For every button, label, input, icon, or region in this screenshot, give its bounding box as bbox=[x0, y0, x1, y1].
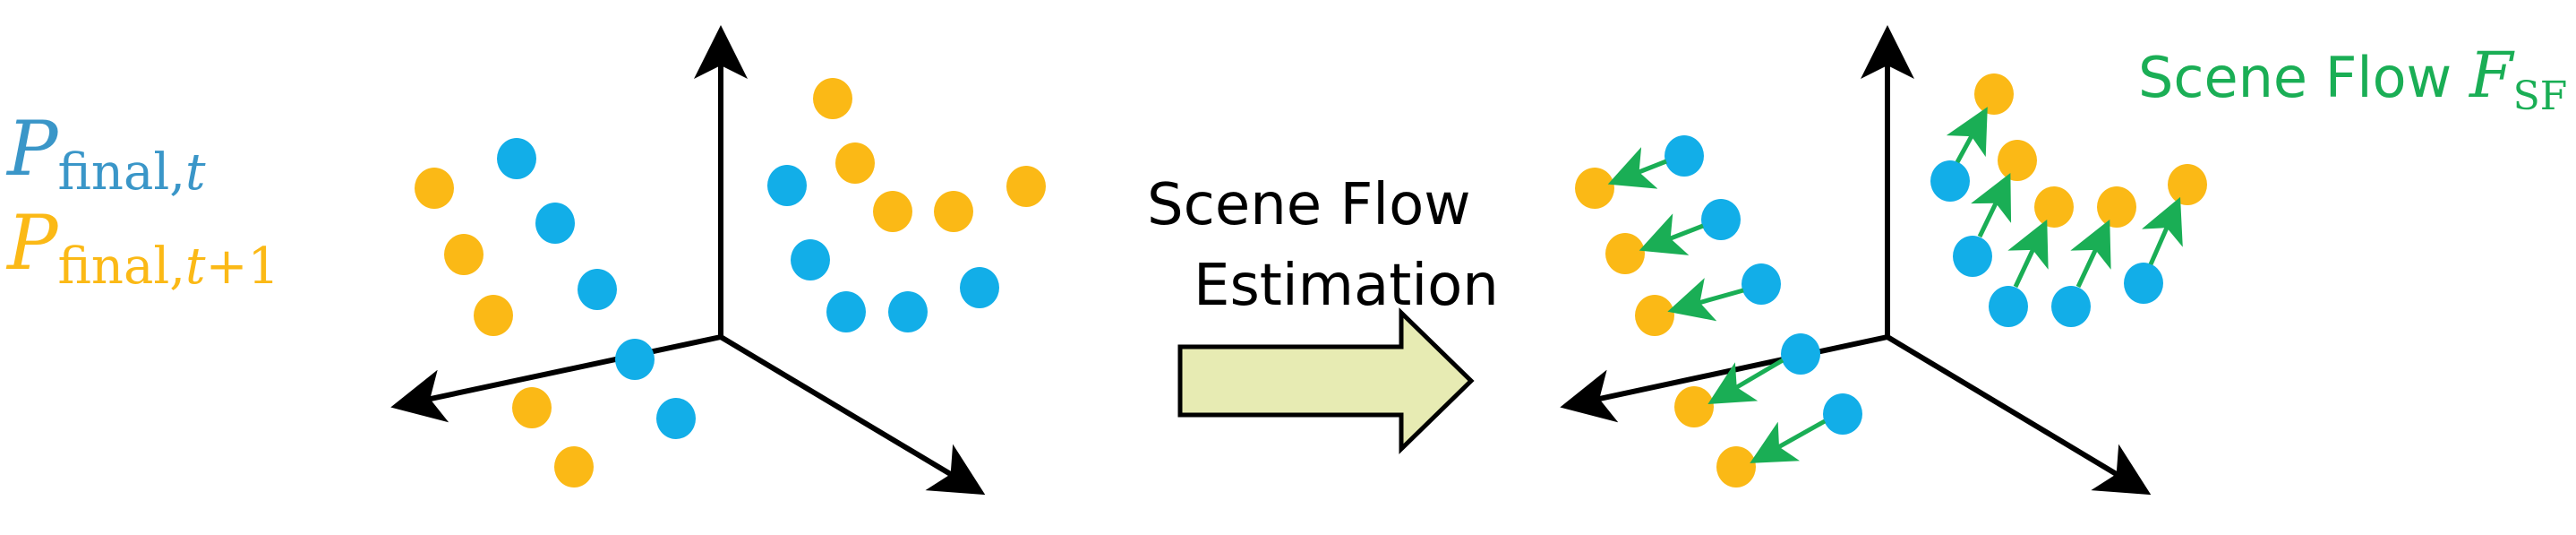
point-orange bbox=[813, 78, 852, 119]
right-blue-points bbox=[1665, 135, 2163, 435]
point-orange bbox=[1974, 73, 2014, 115]
point-orange bbox=[415, 168, 454, 209]
flow-arrow bbox=[1707, 358, 1784, 405]
point-orange bbox=[835, 142, 875, 184]
legend-p-symbol: P bbox=[5, 105, 59, 193]
axis-left-left bbox=[390, 334, 722, 423]
point-orange bbox=[1716, 446, 1756, 488]
point-blue bbox=[960, 267, 999, 308]
point-blue bbox=[1665, 135, 1704, 177]
point-blue bbox=[497, 138, 536, 179]
left-orange-points bbox=[415, 78, 1046, 488]
point-blue bbox=[791, 239, 830, 280]
flow-arrow bbox=[1639, 213, 1704, 255]
point-blue bbox=[826, 291, 866, 332]
legend-p1-subscript: final, bbox=[58, 237, 186, 296]
point-orange bbox=[554, 446, 594, 488]
flow-arrow bbox=[1946, 107, 1988, 164]
point-blue bbox=[615, 339, 655, 380]
point-orange bbox=[512, 387, 552, 428]
axis-right-right bbox=[1886, 334, 2152, 496]
flow-arrow bbox=[2142, 196, 2183, 266]
scene-flow-label: Scene Flow FSF bbox=[2138, 39, 2567, 119]
point-blue bbox=[888, 291, 928, 332]
point-blue bbox=[1953, 236, 1992, 277]
point-blue bbox=[767, 165, 807, 206]
scene-flow-symbol: F bbox=[2468, 39, 2515, 112]
legend-p-final-t1: Pfinal,t+1 bbox=[5, 199, 279, 296]
point-orange bbox=[2034, 186, 2074, 228]
legend: Pfinal,t Pfinal,t+1 bbox=[5, 105, 279, 296]
left-blue-points bbox=[497, 138, 999, 439]
flow-arrow bbox=[1607, 147, 1667, 189]
legend-p1-symbol: P bbox=[5, 199, 59, 287]
point-orange bbox=[1635, 295, 1674, 336]
point-blue bbox=[1823, 393, 1862, 435]
flow-arrow bbox=[2070, 219, 2111, 289]
point-orange bbox=[1674, 386, 1714, 427]
process-label: Scene Flow Estimation bbox=[1147, 172, 1499, 319]
3d-axes-icon bbox=[390, 25, 986, 496]
axis-right-left bbox=[719, 334, 986, 496]
point-blue bbox=[2124, 263, 2163, 304]
legend-p-subscript: final, bbox=[58, 143, 186, 202]
point-blue bbox=[1742, 263, 1781, 305]
point-orange bbox=[1006, 166, 1046, 207]
legend-p1-subscript-tail: +1 bbox=[206, 237, 280, 296]
point-orange bbox=[1575, 168, 1614, 209]
legend-p-subscript-var: t bbox=[185, 143, 206, 202]
legend-p-final-t: Pfinal,t bbox=[5, 105, 206, 202]
scene-flow-label-text: Scene Flow bbox=[2138, 45, 2469, 110]
point-orange bbox=[2168, 164, 2207, 205]
point-orange bbox=[873, 191, 912, 232]
scene-flow-vectors bbox=[1607, 107, 2183, 463]
point-blue bbox=[1930, 160, 1970, 202]
point-blue bbox=[2051, 286, 2091, 327]
scene-flow-subscript: SF bbox=[2513, 73, 2568, 119]
point-orange bbox=[2097, 186, 2136, 228]
point-blue bbox=[656, 398, 696, 439]
point-blue bbox=[1781, 333, 1820, 375]
block-arrow-right-icon bbox=[1177, 307, 1475, 454]
flow-arrow bbox=[1667, 278, 1744, 322]
legend-p1-subscript-var: t bbox=[185, 237, 206, 296]
point-blue bbox=[578, 269, 617, 310]
right-orange-points bbox=[1575, 73, 2207, 488]
point-blue bbox=[1989, 286, 2028, 327]
flow-arrow bbox=[2007, 219, 2049, 289]
flow-arrow bbox=[1971, 172, 2012, 238]
process-line-2: Estimation bbox=[1194, 253, 1499, 319]
point-blue bbox=[1701, 199, 1741, 240]
point-orange bbox=[1605, 233, 1645, 274]
point-orange bbox=[474, 295, 513, 336]
point-orange bbox=[934, 191, 973, 232]
point-orange bbox=[1998, 140, 2037, 181]
process-line-1: Scene Flow bbox=[1147, 172, 1471, 238]
point-orange bbox=[444, 234, 484, 275]
point-blue bbox=[535, 203, 575, 244]
flow-arrow bbox=[1750, 419, 1827, 463]
